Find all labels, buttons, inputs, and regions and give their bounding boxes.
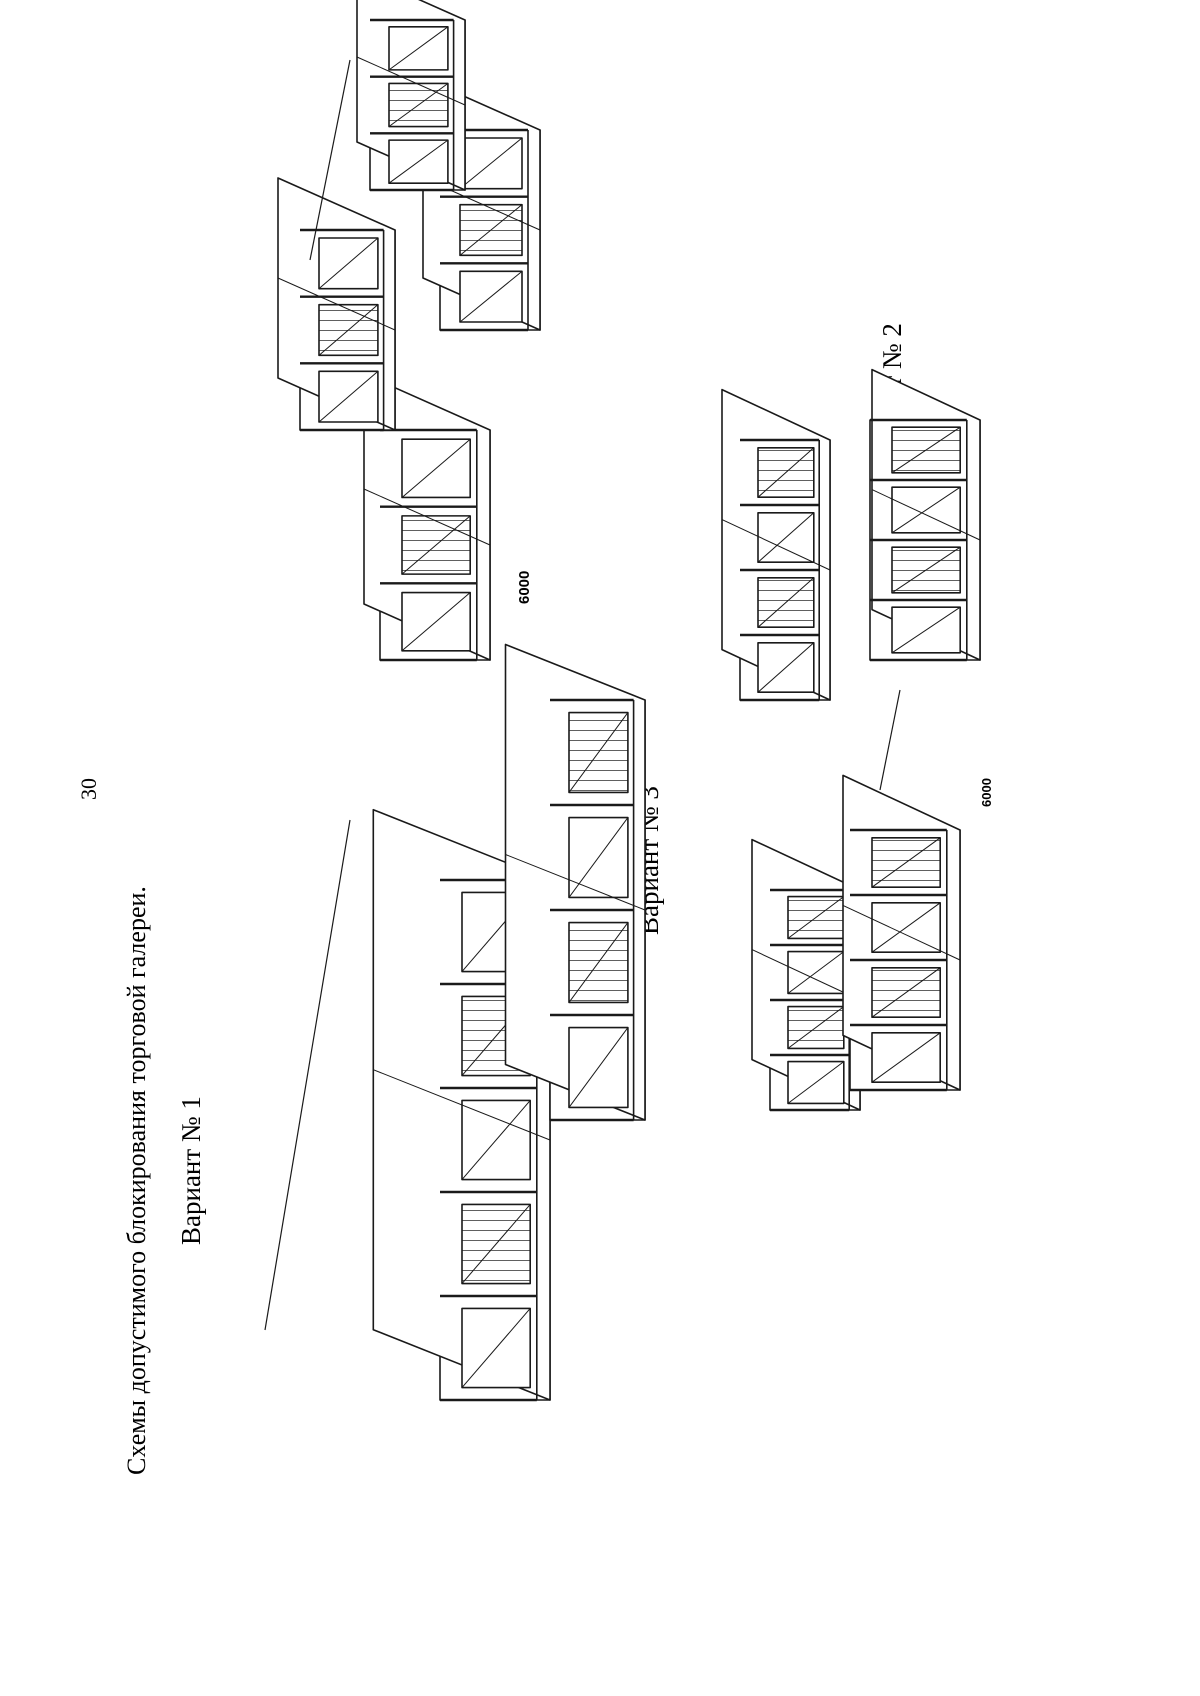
variant-2-block-center (277, 177, 396, 432)
roof-seam (842, 904, 961, 961)
window-diagonal (568, 712, 629, 793)
window-diagonal (388, 83, 449, 127)
window-diagonal (318, 237, 379, 290)
window-diagonal (787, 1061, 845, 1104)
window-diagonal (461, 1204, 531, 1284)
variant-3-block-left-rear (751, 838, 861, 1112)
variant-3-connector (879, 689, 901, 791)
window-diagonal (459, 137, 523, 190)
variant-2-block-top (356, 0, 466, 192)
window-diagonal (891, 606, 961, 654)
variant-3-block-right-front (869, 368, 981, 662)
variant-3-block-left-front (842, 774, 961, 1092)
window-diagonal (871, 1032, 941, 1083)
window-diagonal (871, 967, 941, 1018)
window-diagonal (318, 304, 379, 356)
window-diagonal (318, 370, 379, 423)
variant-1-gallery-roof-edge (264, 819, 351, 1331)
window-diagonal (757, 642, 815, 693)
window-diagonal (871, 837, 941, 888)
roof-seam (721, 519, 831, 571)
window-diagonal (401, 438, 471, 498)
window-diagonal (891, 486, 961, 534)
window-diagonal (871, 902, 941, 953)
variant-2-canopy-edge (309, 59, 351, 261)
window-diagonal (757, 512, 815, 563)
window-diagonal (787, 1006, 845, 1049)
window-diagonal (568, 1027, 629, 1108)
window-diagonal (891, 546, 961, 594)
roof-seam (505, 854, 646, 911)
window-diagonal (787, 896, 845, 939)
window-diagonal (459, 270, 523, 323)
window-diagonal (401, 592, 471, 652)
window-diagonal (787, 951, 845, 994)
window-diagonal (461, 1100, 531, 1180)
variant-1-block-front (372, 808, 551, 1402)
variant-1-block-rear (504, 643, 646, 1122)
roof-seam (373, 1069, 551, 1141)
roof-seam (871, 489, 981, 541)
window-diagonal (461, 1308, 531, 1388)
window-diagonal (757, 577, 815, 628)
variant-3-block-right-rear (721, 388, 831, 702)
roof-seam (751, 949, 861, 1001)
window-diagonal (459, 204, 523, 256)
roof-seam (277, 277, 396, 331)
roof-seam (363, 488, 491, 546)
window-diagonal (401, 515, 471, 575)
window-diagonal (388, 26, 449, 71)
variant-2-block-left (363, 373, 491, 662)
window-diagonal (388, 139, 449, 184)
window-diagonal (891, 426, 961, 474)
window-diagonal (568, 922, 629, 1003)
roof-seam (356, 56, 466, 106)
window-diagonal (757, 447, 815, 498)
